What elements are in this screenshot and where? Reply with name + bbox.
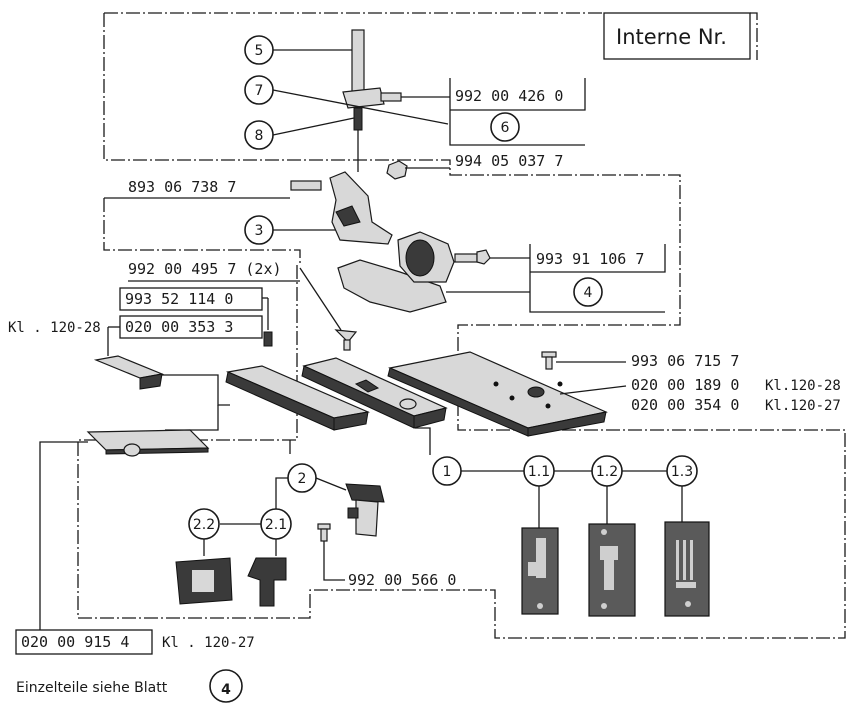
guide-2-1-drawing: [247, 557, 287, 607]
callout-1-1-label: 1.1: [528, 464, 550, 480]
part-992-00-426-0: 992 00 426 0: [455, 87, 563, 105]
internal-number-title: Interne Nr.: [616, 25, 727, 49]
part-893-06-738-7: 893 06 738 7: [128, 178, 236, 196]
part-992-00-495-7: 992 00 495 7 (2x): [128, 260, 282, 278]
box-993-52-114-0: [119, 287, 263, 311]
foot-group-boundary: [103, 198, 301, 265]
kl-120-27-bottom: Kl . 120-27: [162, 635, 255, 651]
kl-120-28-right: Kl.120-28: [765, 378, 841, 394]
part-993-06-715-7: 993 06 715 7: [631, 352, 739, 370]
nut-drawing: [386, 160, 408, 180]
guide-2-drawing: [345, 483, 385, 537]
part-992-00-566-0: 992 00 566 0: [348, 571, 456, 589]
part-020-00-354-0: 020 00 354 0: [631, 396, 739, 414]
callout-7-label: 7: [255, 83, 264, 99]
box-992-00-426-0: [449, 78, 586, 146]
kl-120-27-right: Kl.120-27: [765, 398, 841, 414]
header-box-dash: [750, 12, 758, 60]
needle-bar-drawing: [342, 29, 402, 172]
part-020-00-189-0: 020 00 189 0: [631, 376, 739, 394]
screw-992-00-495-7-drawing: [334, 329, 358, 351]
feed-plate-drawing: [86, 429, 210, 457]
callout-2-label: 2: [298, 471, 307, 487]
presser-foot-drawing: [290, 171, 393, 245]
footer-sheet-number: 4: [221, 682, 231, 698]
screw-993-06-715-7-drawing: [541, 351, 557, 370]
kl-120-28-left: Kl . 120-28: [8, 320, 101, 336]
plate-variant-1-2-drawing: [588, 523, 636, 617]
callout-1-2-label: 1.2: [596, 464, 618, 480]
callout-1-3-label: 1.3: [671, 464, 693, 480]
part-994-05-037-7: 994 05 037 7: [455, 152, 563, 170]
footer-sheet-circle: [209, 669, 243, 703]
box-020-00-353-3: [119, 315, 263, 339]
callout-2-2-label: 2.2: [193, 517, 215, 533]
callout-1-label: 1: [443, 464, 452, 480]
screw-992-00-566-0-drawing: [317, 523, 331, 542]
footer-note: Einzelteile siehe Blatt: [16, 680, 168, 696]
plate-variant-1-1-drawing: [521, 527, 559, 615]
callout-6: [490, 112, 520, 142]
bed-plate-drawing: [387, 351, 608, 437]
callout-6-label: 6: [501, 120, 510, 136]
internal-number-box: [603, 12, 751, 60]
part-020-00-353-3: 020 00 353 3: [125, 318, 233, 336]
needle-group-boundary: [103, 12, 681, 365]
callout-3-label: 3: [255, 223, 264, 239]
slide-plate-drawing: [225, 365, 371, 431]
part-993-91-106-7: 993 91 106 7: [536, 250, 644, 268]
box-020-00-915-4: [15, 629, 153, 655]
callout-8-label: 8: [255, 128, 264, 144]
part-993-52-114-0: 993 52 114 0: [125, 290, 233, 308]
guide-2-2-drawing: [175, 557, 233, 605]
throat-plate-drawing: [301, 357, 448, 429]
callout-5-label: 5: [255, 43, 264, 59]
part-020-00-915-4: 020 00 915 4: [21, 633, 129, 651]
small-insert-plate-drawing: [93, 355, 165, 390]
roller-foot-drawing: [337, 231, 491, 313]
plate-variant-1-3-drawing: [664, 521, 710, 617]
callout-4: [573, 277, 603, 307]
box-993-91-106-7: [529, 244, 666, 313]
callout-4-label: 4: [584, 285, 593, 301]
callout-2-1-label: 2.1: [265, 517, 287, 533]
small-screw-drawing: [263, 331, 273, 347]
